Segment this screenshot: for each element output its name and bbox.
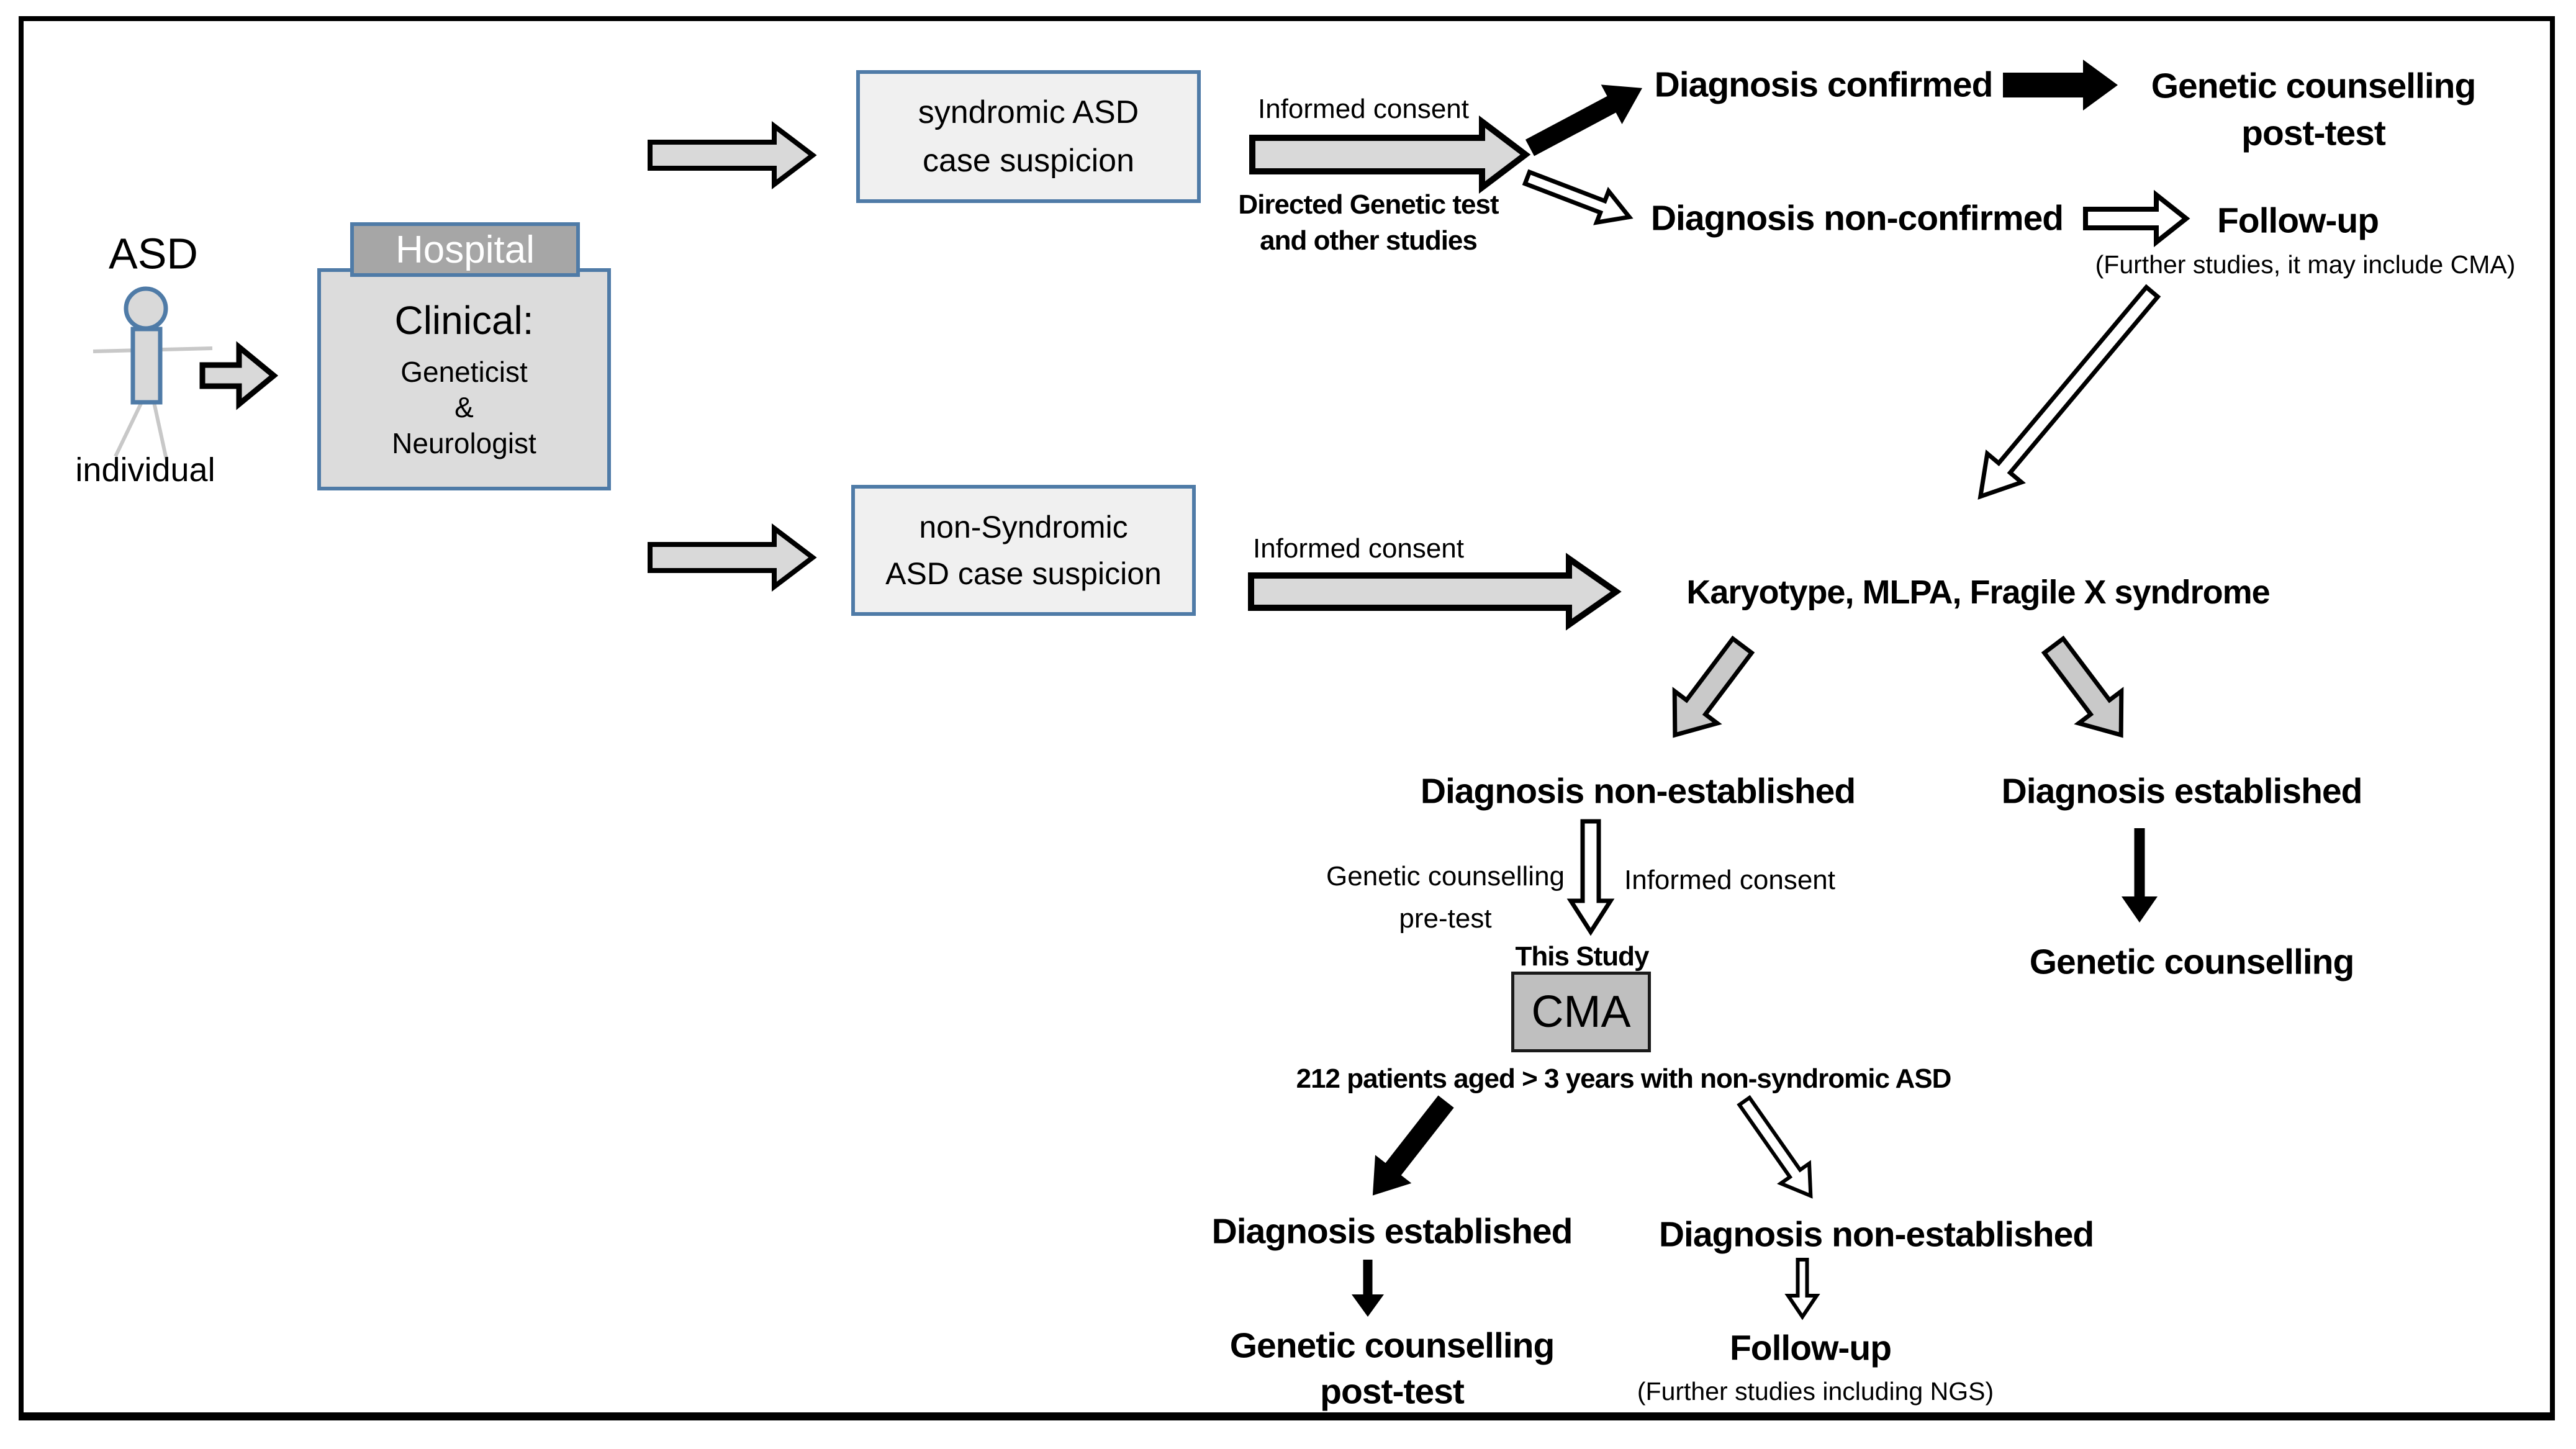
hospital-header-label: Hospital xyxy=(395,228,535,271)
asd-label: ASD xyxy=(109,229,198,278)
diagnosis-non-established-bottom-label: Diagnosis non-established xyxy=(1658,1214,2094,1255)
directed-test-label-line1: Directed Genetic test xyxy=(1238,189,1499,220)
informed-consent-mid-label: Informed consent xyxy=(1253,533,1464,564)
arrow-to-diagnosis-non-confirmed xyxy=(1522,169,1634,225)
genetic-counselling-posttest-bottom-line2: post-test xyxy=(1320,1371,1465,1412)
arrow-informed-consent-mid xyxy=(1248,553,1622,631)
arrow-confirmed-to-counselling xyxy=(2002,60,2118,111)
clinical-title: Clinical: xyxy=(394,297,534,343)
diagnosis-non-established-mid-label: Diagnosis non-established xyxy=(1420,771,1856,811)
syndromic-suspicion-box: syndromic ASD case suspicion xyxy=(856,70,1201,203)
individual-label: individual xyxy=(75,451,215,489)
syndromic-line2: case suspicion xyxy=(922,143,1135,179)
informed-consent-top-label: Informed consent xyxy=(1258,94,1469,125)
diagnosis-confirmed-label: Diagnosis confirmed xyxy=(1654,65,1994,105)
cohort-note-label: 212 patients aged > 3 years with non-syn… xyxy=(1296,1063,1952,1095)
syndromic-line1: syndromic ASD xyxy=(918,94,1139,130)
arrow-non-established-to-cma xyxy=(1566,819,1615,936)
diagnosis-established-bottom-label: Diagnosis established xyxy=(1211,1211,1573,1252)
followup-bottom-label: Follow-up xyxy=(1729,1328,1892,1368)
cma-box: CMA xyxy=(1511,972,1651,1052)
informed-consent-low-label: Informed consent xyxy=(1624,865,1835,896)
non-syndromic-line1: non-Syndromic xyxy=(919,509,1128,544)
followup-top-label: Follow-up xyxy=(2217,201,2379,241)
arrow-established-to-counselling-bottom xyxy=(1352,1260,1384,1317)
arrow-karyotype-to-non-established xyxy=(1672,635,1755,738)
genetic-counselling-posttest-bottom-line1: Genetic counselling xyxy=(1229,1325,1555,1366)
genetic-counselling-posttest-top-line1: Genetic counselling xyxy=(2151,66,2477,106)
arrow-established-right-to-counselling xyxy=(2122,828,2158,923)
genetic-counselling-pretest-line1: Genetic counselling xyxy=(1326,861,1565,892)
arrow-hospital-to-syndromic xyxy=(648,120,817,190)
arrow-informed-consent-top xyxy=(1249,115,1531,194)
karyotype-mlpa-fragilex-label: Karyotype, MLPA, Fragile X syndrome xyxy=(1686,574,2270,612)
non-syndromic-suspicion-box: non-Syndromic ASD case suspicion xyxy=(851,485,1196,616)
genetic-counselling-right-label: Genetic counselling xyxy=(2029,942,2355,982)
arrow-cma-to-established xyxy=(1372,1095,1454,1196)
clinical-line-geneticist: Geneticist xyxy=(400,355,528,388)
diagnosis-established-right-label: Diagnosis established xyxy=(2001,771,2363,811)
arrow-hospital-to-non-syndromic xyxy=(648,523,817,592)
arrow-non-confirmed-to-followup xyxy=(2083,189,2190,248)
arrow-karyotype-to-established xyxy=(2041,635,2124,738)
person-icon xyxy=(93,286,213,460)
non-syndromic-line2: ASD case suspicion xyxy=(885,556,1162,591)
diagnosis-non-confirmed-label: Diagnosis non-confirmed xyxy=(1650,198,2064,238)
arrow-cma-to-non-established xyxy=(1737,1095,1813,1199)
clinical-line-neurologist: Neurologist xyxy=(392,427,536,459)
arrow-patient-to-hospital xyxy=(199,341,278,410)
clinical-line-amp: & xyxy=(454,391,474,424)
arrow-to-diagnosis-confirmed xyxy=(1525,84,1642,156)
this-study-label: This Study xyxy=(1515,941,1650,972)
genetic-counselling-pretest-line2: pre-test xyxy=(1399,903,1492,934)
arrow-non-established-to-followup-bottom xyxy=(1784,1258,1820,1320)
clinical-box: Clinical: Geneticist & Neurologist xyxy=(317,268,611,490)
genetic-counselling-posttest-top-line2: post-test xyxy=(2241,113,2386,153)
directed-test-label-line2: and other studies xyxy=(1260,225,1478,256)
followup-bottom-note: (Further studies including NGS) xyxy=(1637,1376,1994,1406)
arrow-followup-to-karyotype xyxy=(1977,284,2161,500)
hospital-header: Hospital xyxy=(350,222,580,277)
followup-top-note: (Further studies, it may include CMA) xyxy=(2095,250,2516,279)
cma-label: CMA xyxy=(1531,987,1631,1037)
